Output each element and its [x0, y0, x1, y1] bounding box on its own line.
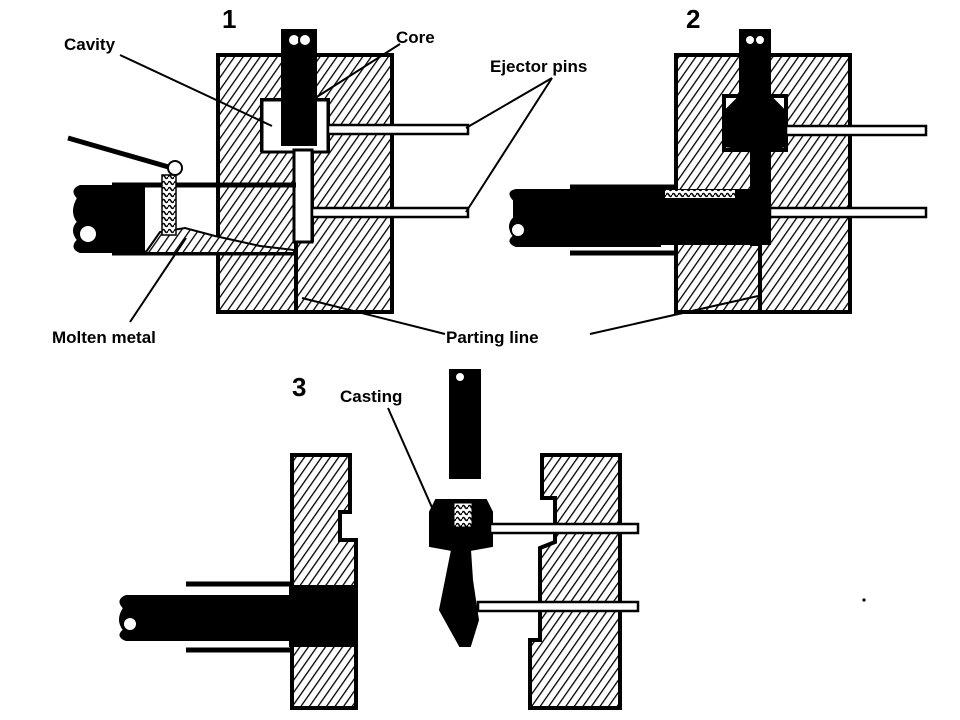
stage-3-core-rod — [449, 369, 481, 479]
stage-2-core-rod-end-b — [754, 34, 766, 46]
stray-dot — [862, 598, 866, 602]
stage-3-plunger-end — [122, 616, 138, 632]
cavity-label: Cavity — [64, 35, 116, 54]
molten-metal-label: Molten metal — [52, 328, 156, 347]
stage-3-number: 3 — [292, 372, 306, 402]
stage-1-core-rod-end-b — [298, 33, 312, 47]
stage-2-plunger — [509, 189, 661, 247]
stage-3-ejector-pin-top — [488, 522, 640, 535]
casting-label: Casting — [340, 387, 402, 406]
stage-1-core-rod — [281, 29, 317, 146]
stage-1-ejector-pin-bottom — [310, 206, 470, 219]
stage-3-fixed-die — [290, 453, 358, 710]
stage-2-plunger-end — [510, 222, 526, 238]
stage-3-casting — [429, 499, 493, 647]
stage-3-core-rod-end — [454, 371, 466, 383]
stage-2-ejector-pin-bottom — [768, 206, 928, 219]
stage-2: 2 — [509, 4, 928, 335]
casting-leader — [387, 407, 435, 513]
stage-1-plunger-end — [78, 224, 98, 244]
stage-3-casting-bore — [453, 502, 473, 528]
core-label: Core — [396, 28, 435, 47]
ejector-pin-leader-bottom — [465, 77, 553, 213]
molten-metal-leader — [129, 237, 187, 323]
stage-1-pour-spring — [161, 174, 177, 236]
ejector-pin-leader-top — [465, 77, 553, 129]
core-leader — [311, 43, 401, 101]
parting-line-label: Parting line — [446, 328, 539, 347]
stage-2-ejector-pin-top — [784, 124, 928, 137]
stage-3-moving-die — [528, 453, 622, 710]
stage-2-plunger-tip-coil — [665, 190, 735, 198]
stage-3-biscuit — [289, 585, 357, 647]
stage-2-core-rod-end — [744, 34, 756, 46]
stage-3-ejector-pin-bottom — [476, 600, 640, 613]
stage-1-ladle-arm — [67, 135, 173, 171]
stage-1-sprue — [292, 148, 314, 244]
parting-line-leader-1 — [301, 297, 446, 335]
stage-3-shot-chamber — [186, 581, 292, 653]
stage-3: 3 Casting — [119, 369, 640, 710]
stage-1-number: 1 — [222, 4, 236, 34]
ejector-pins-label: Ejector pins — [490, 57, 587, 76]
stage-1-ladle-pivot — [167, 160, 183, 176]
stage-1-ejector-pin-top — [326, 123, 470, 136]
cavity-leader — [119, 54, 273, 127]
parting-line-leader-2 — [589, 295, 759, 335]
stage-2-number: 2 — [686, 4, 700, 34]
stage-2-shot-chamber — [570, 184, 676, 256]
stage-1: 1 — [67, 4, 553, 335]
